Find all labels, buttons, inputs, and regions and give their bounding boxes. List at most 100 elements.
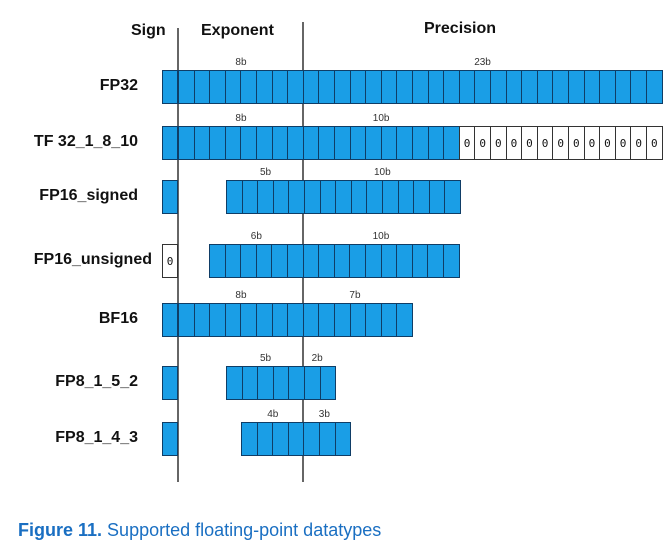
mantissa-bit [365, 303, 382, 337]
sign-bit-zero: 0 [162, 244, 178, 278]
exponent-bit [287, 422, 305, 456]
mantissa-bit [365, 70, 382, 104]
zero-fill-bit: 0 [599, 126, 616, 160]
mantissa-bit [304, 180, 321, 214]
exponent-bit [240, 126, 257, 160]
sign-bit [162, 303, 178, 337]
sign-bit [162, 422, 178, 456]
mantissa-bit [319, 180, 337, 214]
exponent-bit [272, 422, 289, 456]
mantissa-bit [458, 70, 476, 104]
row-label: TF 32_1_8_10 [33, 133, 138, 150]
mantissa-bit [505, 70, 523, 104]
exponent-bits-label: 4b [267, 409, 279, 420]
row-label: FP16_signed [39, 187, 138, 204]
exponent-bit [209, 126, 226, 160]
mantissa-bit [599, 70, 616, 104]
exponent-bit [240, 244, 257, 278]
exponent-bit [224, 70, 242, 104]
exponent-bit [272, 366, 290, 400]
mantissa-bit [396, 70, 413, 104]
exponent-bits-label: 8b [235, 290, 247, 301]
zero-fill-bit: 0 [614, 126, 632, 160]
mantissa-bit [302, 244, 320, 278]
mantissa-bit [380, 126, 398, 160]
mantissa-bit [412, 70, 429, 104]
caption-text: Supported floating-point datatypes [102, 520, 382, 540]
exponent-bits-label: 5b [260, 353, 272, 364]
exponent-bit [224, 126, 242, 160]
mantissa-bit [334, 70, 351, 104]
exponent-bit [271, 244, 288, 278]
exponent-bit [226, 366, 243, 400]
mantissa-bit [334, 126, 351, 160]
mantissa-bit [614, 70, 632, 104]
zero-fill-bit: 0 [474, 126, 491, 160]
mantissa-bit [380, 244, 398, 278]
mantissa-bit [350, 180, 368, 214]
exponent-bit [241, 180, 259, 214]
mantissa-bit [396, 303, 413, 337]
mantissa-bit [583, 70, 601, 104]
mantissa-bit [365, 126, 382, 160]
zero-fill-bit: 0 [521, 126, 538, 160]
zero-fill-bit: 0 [568, 126, 585, 160]
mantissa-bit [319, 366, 337, 400]
mantissa-bit [365, 244, 382, 278]
mantissa-bit [366, 180, 383, 214]
exponent-bit [271, 126, 289, 160]
mantissa-bit [646, 70, 663, 104]
mantissa-bit [382, 180, 399, 214]
mantissa-bit [396, 126, 413, 160]
mantissa-bit [397, 180, 415, 214]
header-precision: Precision [424, 20, 497, 37]
exponent-bit [256, 422, 274, 456]
exponent-bit [240, 70, 257, 104]
zero-fill-bit: 0 [552, 126, 569, 160]
mantissa-bit [568, 70, 585, 104]
zero-fill-bit: 0 [583, 126, 601, 160]
sign-bit [162, 70, 178, 104]
exponent-bit [209, 244, 226, 278]
figure-caption: Figure 11. Supported floating-point data… [18, 520, 381, 541]
exponent-bit [256, 126, 273, 160]
mantissa-bits-label: 10b [372, 113, 390, 124]
exponent-bit [256, 303, 273, 337]
exponent-bit [256, 70, 273, 104]
mantissa-bit [396, 244, 413, 278]
mantissa-bit [552, 70, 569, 104]
mantissa-bit [412, 126, 429, 160]
mantissa-bit [630, 70, 647, 104]
mantissa-bit [427, 126, 445, 160]
sign-bit [162, 126, 178, 160]
mantissa-bit [536, 70, 554, 104]
sign-bit [162, 180, 178, 214]
exponent-bit [257, 366, 274, 400]
exponent-bit [178, 70, 195, 104]
mantissa-bit [443, 244, 460, 278]
caption-figure-number: Figure 11. [18, 520, 103, 540]
header-sign: Sign [131, 22, 166, 39]
mantissa-bit [318, 244, 335, 278]
mantissa-bit [349, 303, 367, 337]
exponent-bit [226, 180, 243, 214]
exponent-bit [272, 180, 290, 214]
zero-fill-bit: 0 [505, 126, 523, 160]
sign-bit [162, 366, 178, 400]
row-label: FP32 [99, 77, 138, 94]
exponent-bit [287, 244, 304, 278]
exponent-bit [178, 303, 195, 337]
exponent-bit [241, 366, 259, 400]
mantissa-bits-label: 3b [318, 409, 330, 420]
exponent-bit [287, 70, 304, 104]
mantissa-bits-label: 2b [311, 353, 323, 364]
exponent-bit [257, 180, 274, 214]
mantissa-bit [490, 70, 507, 104]
mantissa-bit [427, 70, 445, 104]
exponent-bit [241, 422, 258, 456]
exponent-bit [193, 70, 211, 104]
mantissa-bit [302, 126, 320, 160]
mantissa-bit [474, 70, 491, 104]
mantissa-bit [319, 422, 336, 456]
